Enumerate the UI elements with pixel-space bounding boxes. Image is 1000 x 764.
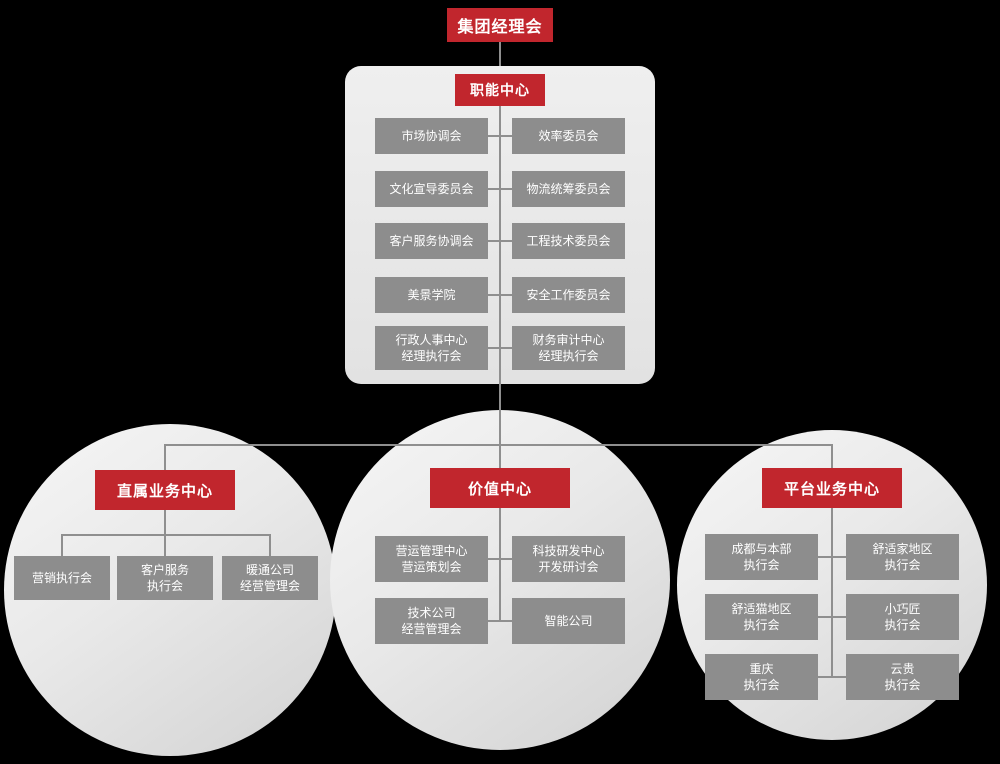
connector-line bbox=[164, 510, 166, 535]
branch-title-platform: 平台业务中心 bbox=[762, 468, 902, 508]
org-node: 云贵 执行会 bbox=[846, 654, 959, 700]
connector-line bbox=[488, 294, 512, 296]
connector-line bbox=[61, 534, 271, 536]
org-node: 市场协调会 bbox=[375, 118, 488, 154]
connector-line bbox=[488, 620, 512, 622]
org-node: 文化宣导委员会 bbox=[375, 171, 488, 207]
connector-line bbox=[164, 444, 166, 470]
org-node: 物流统筹委员会 bbox=[512, 171, 625, 207]
org-node: 客户服务 执行会 bbox=[117, 556, 213, 600]
connector-line bbox=[818, 676, 846, 678]
org-node: 美景学院 bbox=[375, 277, 488, 313]
org-node: 舒适家地区 执行会 bbox=[846, 534, 959, 580]
branch-title-value: 价值中心 bbox=[430, 468, 570, 508]
connector-line bbox=[165, 444, 833, 446]
connector-line bbox=[488, 240, 512, 242]
connector-line bbox=[831, 444, 833, 470]
org-node: 科技研发中心 开发研讨会 bbox=[512, 536, 625, 582]
connector-line bbox=[499, 42, 501, 66]
org-node: 技术公司 经营管理会 bbox=[375, 598, 488, 644]
org-node: 重庆 执行会 bbox=[705, 654, 818, 700]
connector-line bbox=[488, 188, 512, 190]
connector-line bbox=[818, 556, 846, 558]
org-node: 营销执行会 bbox=[14, 556, 110, 600]
connector-line bbox=[164, 534, 166, 557]
connector-line bbox=[831, 508, 833, 677]
org-node: 财务审计中心 经理执行会 bbox=[512, 326, 625, 370]
connector-line bbox=[488, 347, 512, 349]
connector-line bbox=[818, 616, 846, 618]
org-node: 客户服务协调会 bbox=[375, 223, 488, 259]
org-node: 舒适猫地区 执行会 bbox=[705, 594, 818, 640]
connector-line bbox=[61, 534, 63, 557]
connector-line bbox=[488, 558, 512, 560]
connector-line bbox=[269, 534, 271, 557]
root-node: 集团经理会 bbox=[447, 8, 553, 42]
org-node: 暖通公司 经营管理会 bbox=[222, 556, 318, 600]
connector-line bbox=[499, 508, 501, 621]
connector-line bbox=[499, 106, 501, 468]
org-node: 成都与本部 执行会 bbox=[705, 534, 818, 580]
org-node: 小巧匠 执行会 bbox=[846, 594, 959, 640]
branch-title-direct: 直属业务中心 bbox=[95, 470, 235, 510]
org-node: 行政人事中心 经理执行会 bbox=[375, 326, 488, 370]
org-node: 工程技术委员会 bbox=[512, 223, 625, 259]
org-node: 智能公司 bbox=[512, 598, 625, 644]
org-node: 安全工作委员会 bbox=[512, 277, 625, 313]
functional-center-title: 职能中心 bbox=[455, 74, 545, 106]
org-node: 效率委员会 bbox=[512, 118, 625, 154]
org-node: 营运管理中心 营运策划会 bbox=[375, 536, 488, 582]
connector-line bbox=[488, 135, 512, 137]
